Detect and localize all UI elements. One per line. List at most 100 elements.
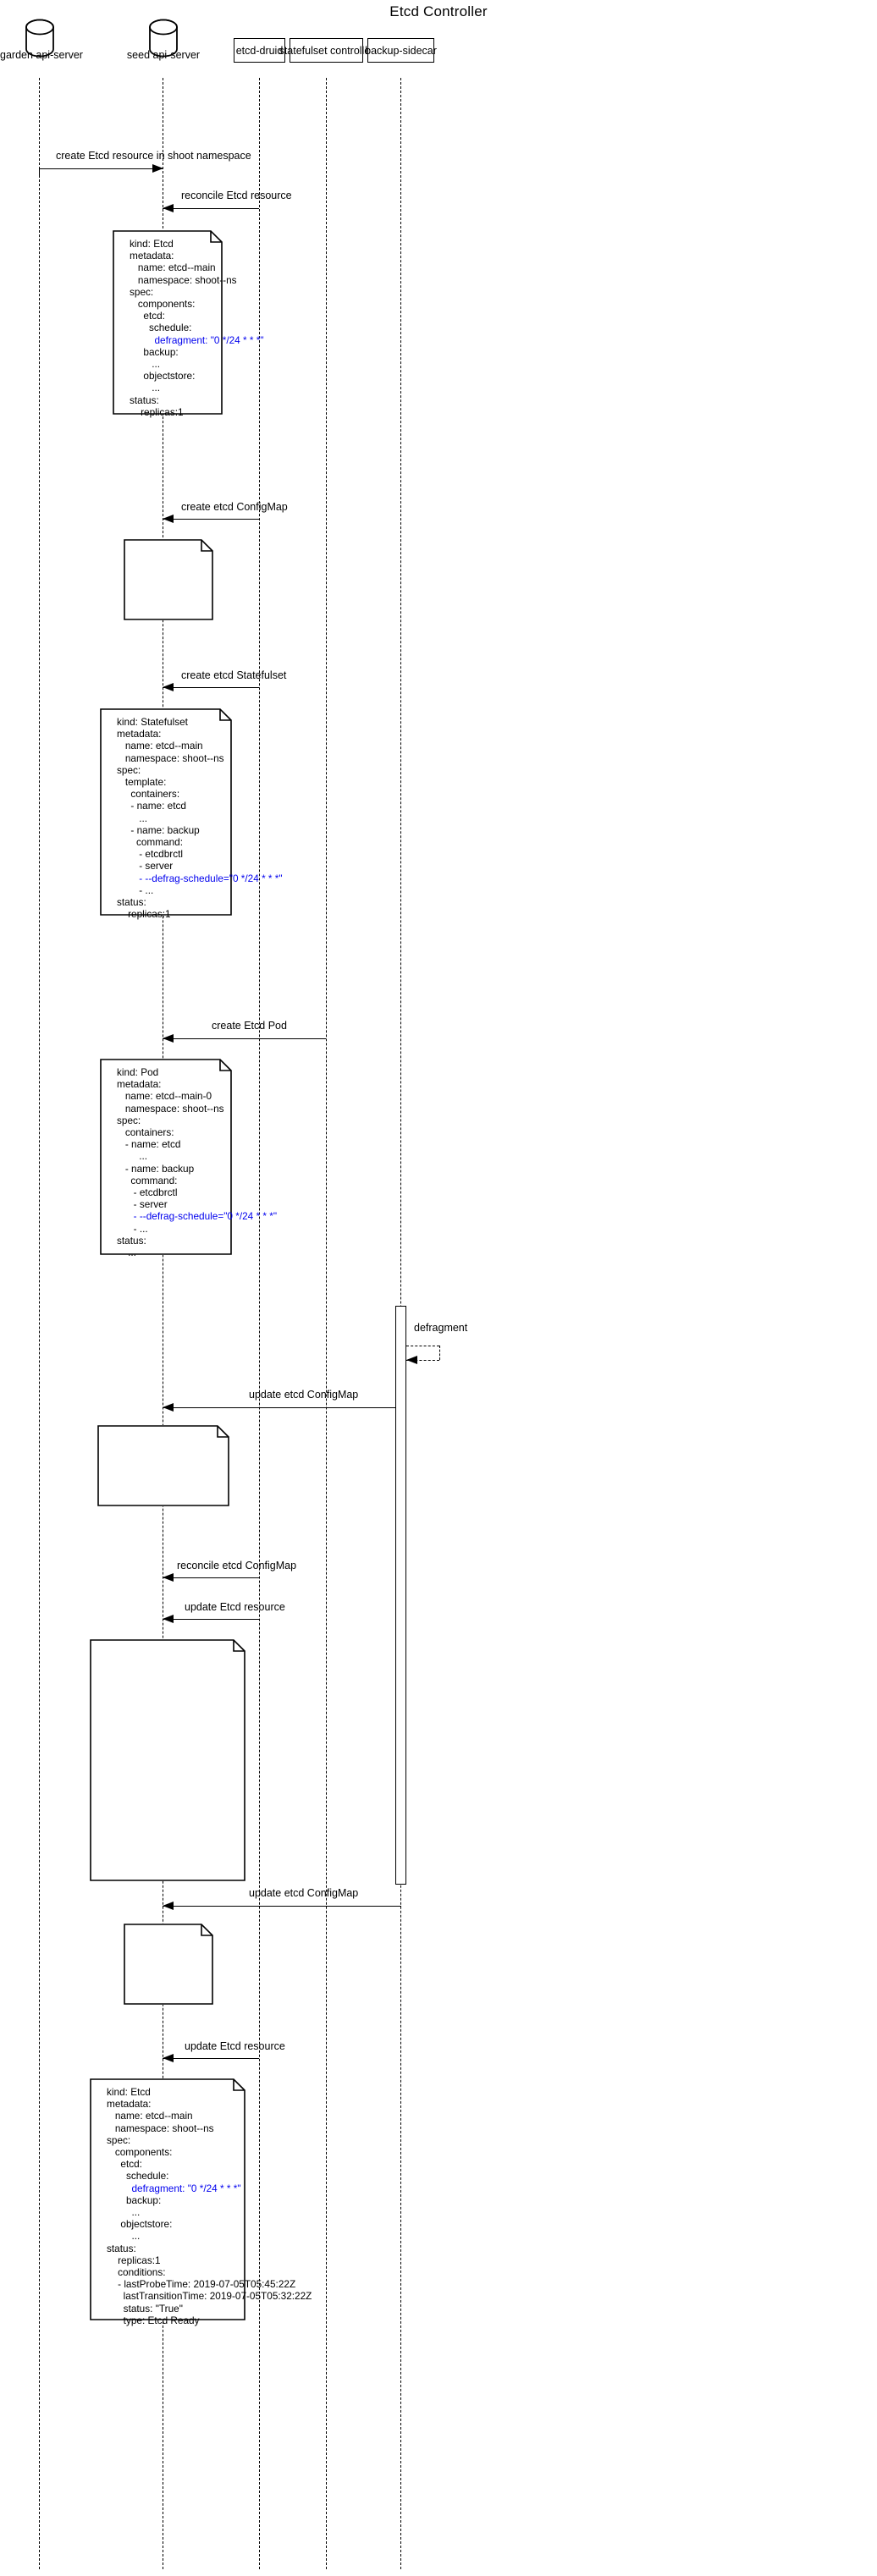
note-line: kind: Statefulset (117, 716, 188, 728)
note-line: containers: (117, 788, 180, 801)
note-line: - lastProbeTime: 2019-07-05T05:45:22Z (107, 2278, 296, 2291)
note-line: command: (117, 836, 184, 849)
note-line: ... (130, 382, 161, 394)
message-label-reconcile-etcd-resource: reconcile Etcd resource (181, 190, 292, 201)
note-line: name: etcd--main (130, 261, 216, 274)
participant-etcd-druid-label: etcd-druid (235, 44, 284, 57)
note-line: name: etcd--main-0 (117, 1090, 212, 1103)
message-arrowhead-create-etcd-statefulset (163, 682, 174, 691)
note-configmap-etcd-ready (124, 1924, 213, 2005)
message-label-create-etcd-resource: create Etcd resource in shoot namespace (56, 150, 251, 162)
message-line-update-etcd-resource-1 (163, 1619, 259, 1620)
message-line-create-etcd-configmap (163, 519, 259, 520)
note-line: command: (117, 1174, 178, 1186)
note-line: ... (117, 1150, 148, 1163)
note-line: name: etcd--main (107, 2110, 193, 2122)
message-label-create-etcd-statefulset: create etcd Statefulset (181, 669, 287, 681)
message-arrowhead-create-etcd-configmap (163, 514, 174, 523)
message-line-create-etcd-pod (163, 1038, 326, 1039)
note-pod-body: kind: Pod metadata: name: etcd--main-0 n… (117, 1066, 277, 1258)
note-line: ... (107, 2230, 141, 2243)
note-line: replicas:1 (117, 908, 171, 921)
note-line: spec: (117, 763, 141, 776)
note-configmap-defragment-progress (97, 1425, 229, 1506)
note-line: defragment: "0 */24 * * *" (107, 2182, 241, 2194)
diagram-title: Etcd Controller (389, 3, 488, 19)
lifeline-etcd-druid (259, 78, 260, 2569)
message-line-update-etcd-configmap-1 (163, 1407, 395, 1408)
note-etcd-defragmentation-in-progress (90, 1639, 245, 1881)
note-line: objectstore: (107, 2218, 173, 2231)
note-line: namespace: shoot--ns (117, 1102, 224, 1115)
note-line: - name: backup (117, 1162, 195, 1175)
participant-backup-sidecar[interactable]: backup-sidecar (365, 38, 437, 63)
note-line: etcd: (130, 310, 165, 322)
message-label-update-etcd-configmap-2: update etcd ConfigMap (249, 1887, 359, 1899)
note-line: kind: Pod (117, 1066, 159, 1078)
message-line-reconcile-etcd-configmap (163, 1577, 259, 1578)
note-line: kind: Etcd (107, 2086, 151, 2098)
message-label-create-etcd-configmap: create etcd ConfigMap (181, 501, 288, 513)
note-line: schedule: (107, 2170, 169, 2182)
note-line: replicas:1 (107, 2254, 161, 2266)
note-etcd-create: kind: Etcd metadata: name: etcd--main na… (113, 230, 264, 418)
note-line: namespace: shoot--ns (117, 751, 224, 764)
note-pod: kind: Pod metadata: name: etcd--main-0 n… (100, 1059, 277, 1258)
message-label-create-etcd-pod: create Etcd Pod (212, 1020, 287, 1032)
garden-api-server-database-icon (23, 19, 57, 58)
message-label-reconcile-etcd-configmap: reconcile etcd ConfigMap (177, 1560, 297, 1571)
message-arrowhead-reconcile-etcd-configmap (163, 1572, 174, 1582)
message-line-defragment-back (406, 1360, 439, 1361)
note-line: - --defrag-schedule="0 */24 * * *" (117, 872, 283, 884)
note-etcd-ready: kind: Etcd metadata: name: etcd--main na… (90, 2078, 312, 2326)
note-line: template: (117, 776, 167, 789)
note-etcd-create-body: kind: Etcd metadata: name: etcd--main na… (130, 238, 264, 418)
participant-statefulset-controller[interactable]: statefulset controller (279, 38, 373, 63)
message-line-create-etcd-statefulset (163, 687, 259, 688)
note-line: spec: (107, 2133, 131, 2146)
participant-backup-sidecar-label: backup-sidecar (365, 44, 437, 57)
note-line: metadata: (117, 1078, 162, 1091)
note-line: status: (107, 2242, 136, 2254)
note-line: components: (107, 2146, 173, 2159)
note-line: type: Etcd Ready (107, 2314, 200, 2326)
note-line: - server (117, 860, 174, 872)
note-line: containers: (117, 1126, 174, 1139)
note-line: conditions: (107, 2266, 166, 2279)
note-line: - ... (117, 883, 154, 896)
note-line: lastTransitionTime: 2019-07-05T05:32:22Z (107, 2290, 312, 2303)
message-line-update-etcd-configmap-2 (163, 1906, 401, 1907)
note-line: namespace: shoot--ns (107, 2122, 214, 2134)
note-line: - name: etcd (117, 1138, 181, 1151)
message-line-create-etcd-resource (39, 168, 163, 169)
note-line: namespace: shoot--ns (130, 273, 237, 286)
note-line: ... (117, 812, 148, 824)
note-line: backup: (107, 2193, 162, 2206)
note-line: status: (130, 394, 159, 406)
note-line: - name: etcd (117, 800, 186, 812)
note-line: - ... (117, 1222, 148, 1235)
note-statefulset: kind: Statefulset metadata: name: etcd--… (100, 708, 283, 920)
message-arrowhead-update-etcd-resource-2 (163, 2053, 174, 2062)
note-line: - etcdbrctl (117, 1186, 178, 1199)
message-label-update-etcd-resource-1: update Etcd resource (185, 1601, 285, 1613)
note-line: status: "True" (107, 2302, 183, 2315)
note-line: spec: (117, 1114, 141, 1126)
message-stub-create-etcd-resource (39, 168, 40, 177)
note-line: - --defrag-schedule="0 */24 * * *" (117, 1210, 278, 1223)
note-line: status: (117, 896, 146, 909)
note-line: - server (117, 1198, 168, 1211)
message-arrowhead-update-etcd-configmap-1 (163, 1402, 174, 1412)
note-etcd-ready-body: kind: Etcd metadata: name: etcd--main na… (107, 2086, 312, 2326)
participant-etcd-druid[interactable]: etcd-druid (234, 38, 285, 63)
note-line: defragment: "0 */24 * * *" (130, 333, 264, 346)
message-label-defragment: defragment (414, 1322, 468, 1334)
note-line: backup: (130, 345, 179, 358)
note-line: metadata: (117, 728, 162, 740)
message-arrowhead-create-etcd-pod (163, 1033, 174, 1043)
message-label-update-etcd-configmap-1: update etcd ConfigMap (249, 1389, 359, 1401)
note-line: etcd: (107, 2158, 142, 2171)
lifeline-statefulset-controller (326, 78, 327, 2569)
message-arrowhead-create-etcd-resource (152, 163, 163, 173)
note-line: kind: Etcd (130, 238, 174, 250)
